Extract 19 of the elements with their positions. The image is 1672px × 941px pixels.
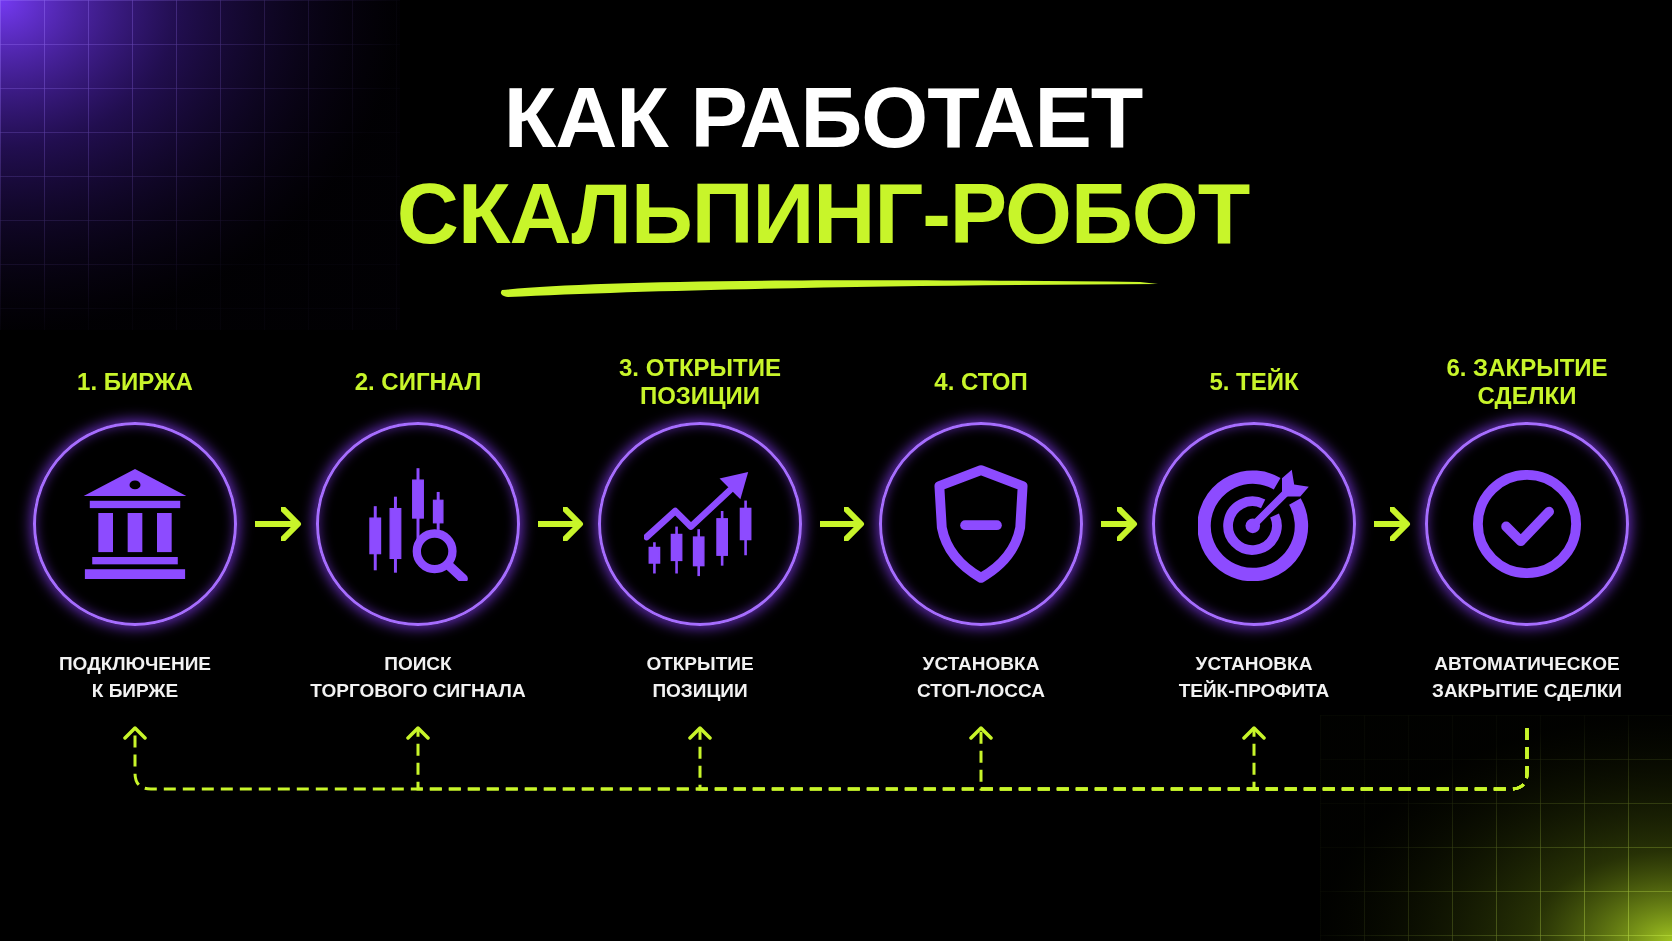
step-description: УСТАНОВКА ТЕЙК-ПРОФИТА bbox=[1178, 652, 1330, 703]
dashed-arrow bbox=[1242, 726, 1529, 791]
arrow bbox=[255, 506, 301, 542]
title: КАК РАБОТАЕТ СКАЛЬПИНГ-РОБОТ bbox=[395, 69, 1251, 261]
step-heading: 5. ТЕЙК bbox=[1209, 368, 1299, 396]
step-heading: 6. ЗАКРЫТИЕ СДЕЛКИ bbox=[1445, 354, 1609, 410]
arrow bbox=[820, 506, 864, 542]
arrow bbox=[538, 506, 583, 542]
step-heading: 1. БИРЖА bbox=[77, 368, 193, 396]
step-heading: 4. СТОП bbox=[934, 368, 1028, 396]
step-description: ПОИСК ТОРГОВОГО СИГНАЛА bbox=[310, 652, 526, 703]
step-description: ПОДКЛЮЧЕНИЕ К БИРЖЕ bbox=[58, 652, 212, 703]
arrow bbox=[1374, 506, 1410, 542]
step-heading: 3. ОТКРЫТИЕ ПОЗИЦИИ bbox=[617, 354, 783, 410]
step-heading: 2. СИГНАЛ bbox=[354, 368, 482, 396]
step-description: ОТКРЫТИЕ ПОЗИЦИИ bbox=[646, 652, 754, 703]
arrow bbox=[1101, 506, 1137, 542]
step-description: УСТАНОВКА СТОП-ЛОССА bbox=[917, 652, 1045, 703]
step-description: АВТОМАТИЧЕСКОЕ ЗАКРЫТИЕ СДЕЛКИ bbox=[1432, 652, 1622, 703]
